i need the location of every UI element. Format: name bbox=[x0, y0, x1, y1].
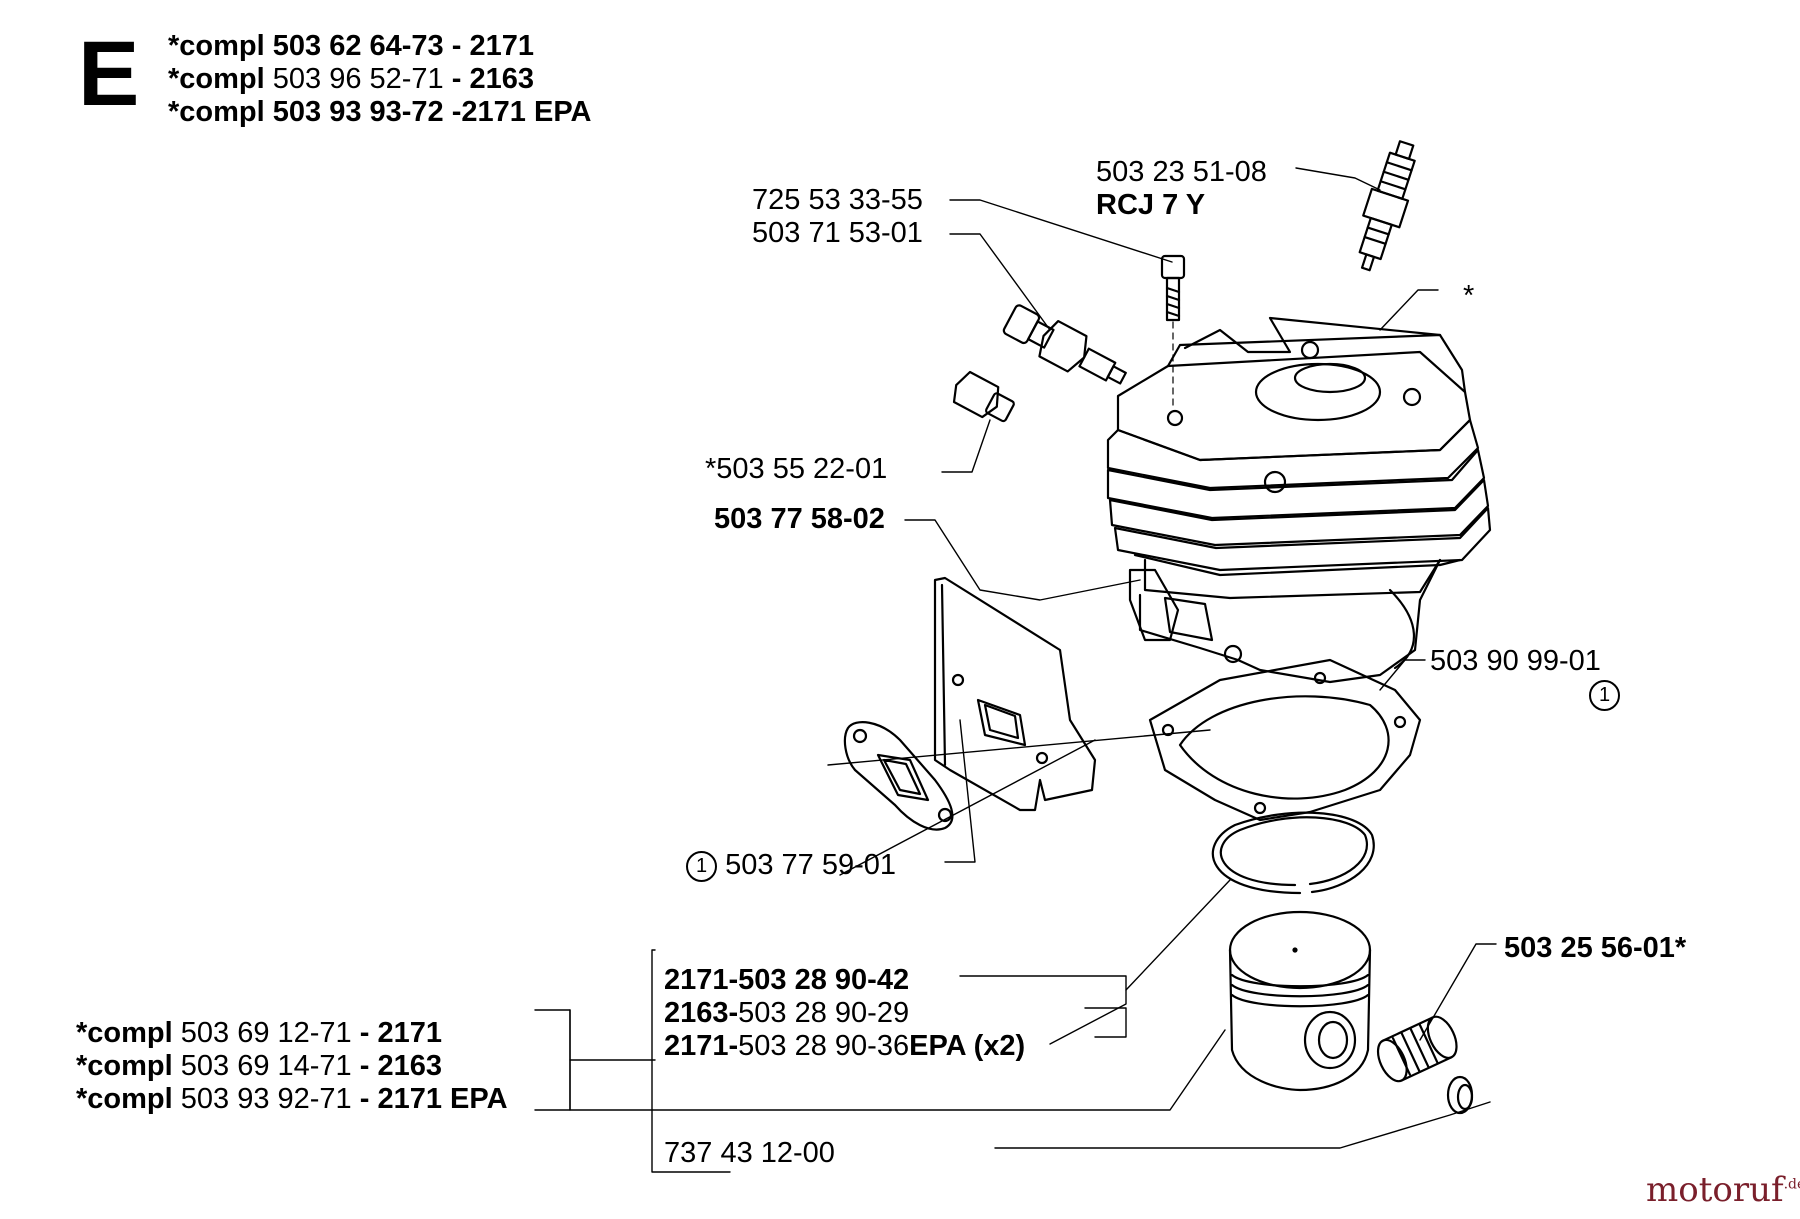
circlip-part-label: 737 43 12-00 bbox=[664, 1137, 835, 1169]
piston-ring-line-1: 2171-503 28 90-42 bbox=[664, 964, 910, 996]
circlip-icon bbox=[1446, 1075, 1474, 1115]
spark-plug-part-label: 503 23 51-08 bbox=[1096, 156, 1267, 188]
exhaust-gasket-icon bbox=[843, 721, 954, 831]
decompression-valve-icon bbox=[1002, 304, 1127, 385]
header-line-3: *compl 503 93 93-72 -2171 EPA bbox=[168, 96, 592, 128]
needle-bearing-part-label: 503 25 56-01* bbox=[1504, 932, 1687, 964]
cylinder-gasket-note: 1 bbox=[1589, 678, 1620, 711]
cylinder-gasket-icon bbox=[1148, 658, 1422, 822]
piston-kit-line-2: *compl 503 69 14-71 - 2163 bbox=[76, 1050, 442, 1082]
cylinder-icon bbox=[1106, 316, 1492, 684]
note-circle-icon: 1 bbox=[1589, 679, 1620, 711]
screw-part-label: 725 53 33-55 bbox=[752, 184, 923, 216]
piston-ring-line-3: 2171-503 28 90-36EPA (x2) bbox=[664, 1030, 1026, 1062]
leader-lines bbox=[534, 167, 1497, 1173]
decompression-valve-part-label: 503 71 53-01 bbox=[752, 217, 923, 249]
heat-shield-part-label: 503 77 58-02 bbox=[714, 503, 885, 535]
heat-shield-icon bbox=[933, 576, 1097, 812]
header-line-1: *compl 503 62 64-73 - 2171 bbox=[168, 30, 534, 62]
cylinder-asterisk-label: * bbox=[1463, 280, 1475, 312]
spark-plug-type-label: RCJ 7 Y bbox=[1096, 189, 1206, 221]
exhaust-gasket-label: 1 503 77 59-01 bbox=[686, 849, 896, 882]
cylinder-gasket-part-label: 503 90 99-01 bbox=[1430, 645, 1601, 677]
section-letter: E bbox=[78, 23, 140, 125]
piston-kit-line-1: *compl 503 69 12-71 - 2171 bbox=[76, 1017, 442, 1049]
note-circle-icon: 1 bbox=[686, 850, 717, 882]
plug-part-label: *503 55 22-01 bbox=[705, 453, 888, 485]
piston-icon bbox=[1228, 910, 1372, 1092]
piston-ring-line-2: 2163-503 28 90-29 bbox=[664, 997, 910, 1029]
plug-icon bbox=[952, 370, 1015, 423]
watermark-logo: motoruf.de bbox=[1646, 1170, 1800, 1210]
screw-icon bbox=[1160, 254, 1186, 411]
piston-kit-line-3: *compl 503 93 92-71 - 2171 EPA bbox=[76, 1083, 508, 1115]
header-line-2: *compl 503 96 52-71 - 2163 bbox=[168, 63, 534, 95]
piston-ring-icon bbox=[1211, 811, 1375, 895]
needle-bearing-icon bbox=[1376, 1015, 1458, 1083]
spark-plug-icon bbox=[1358, 140, 1416, 272]
